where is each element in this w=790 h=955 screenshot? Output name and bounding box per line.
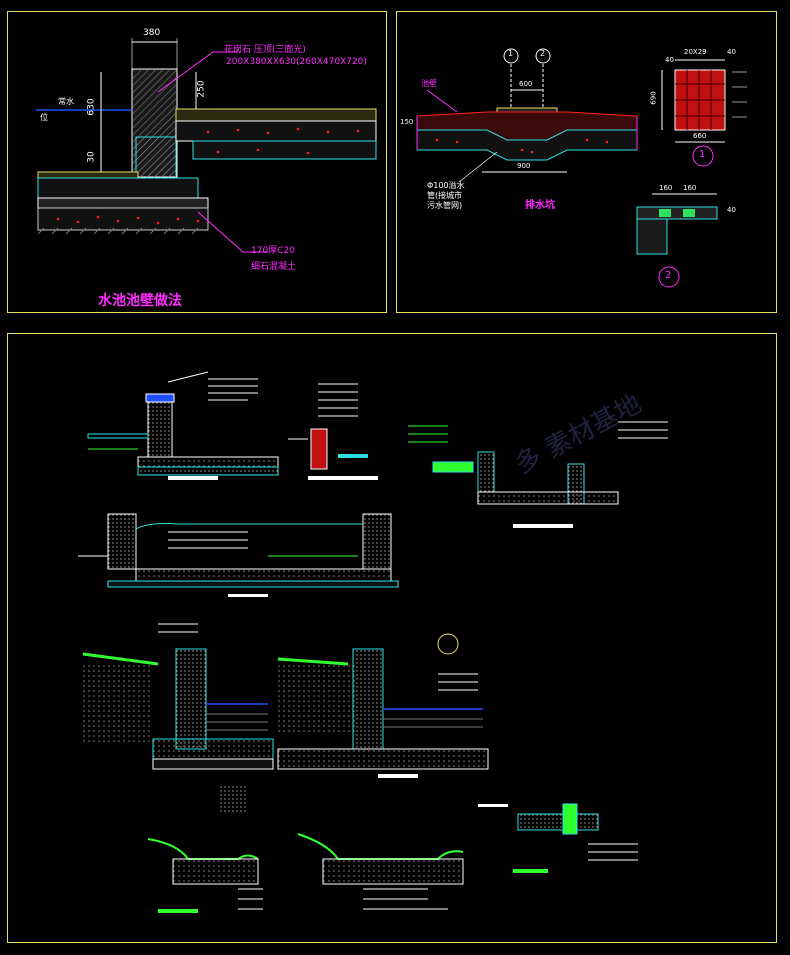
detail1-dim-height: 690 bbox=[649, 91, 658, 105]
detail1-dim-width: 660 bbox=[693, 132, 707, 140]
stone-coping-label-1: 花岗石 压顶(三面光) bbox=[224, 45, 306, 55]
concrete-label-1: 170厚C20 bbox=[251, 246, 295, 256]
water-level-label-2: 位 bbox=[40, 113, 48, 122]
paving-slab bbox=[175, 108, 377, 122]
pool-edge-label: 池壁 bbox=[421, 79, 437, 88]
drainage-pit-title: 排水坑 bbox=[525, 200, 555, 211]
pool-details-sheet-panel: 多 素材基地 bbox=[7, 333, 777, 943]
dim-150: 150 bbox=[400, 118, 414, 126]
concrete-leader-line bbox=[197, 211, 268, 253]
dim-250: 250 bbox=[196, 80, 207, 98]
concrete-label-2: 细石混凝土 bbox=[251, 262, 297, 272]
detail-marker-1 bbox=[692, 145, 714, 167]
detail1-dim-40b: 40 bbox=[727, 48, 736, 56]
pool-details-drawing bbox=[78, 371, 668, 913]
bottom-section-1 bbox=[147, 838, 263, 913]
dim-30: 30 bbox=[86, 151, 97, 163]
pipe-label-1: Φ100溢水 bbox=[427, 181, 465, 190]
pipe-label-2: 管(接城市 bbox=[427, 191, 463, 200]
pool-floor-layer bbox=[37, 171, 139, 179]
detail2-dim-160: 160 bbox=[659, 184, 673, 192]
wall-section-left bbox=[82, 623, 274, 814]
water-level-label-1: 常水 bbox=[58, 97, 74, 106]
axis-a-label: 1 bbox=[508, 49, 514, 58]
detail-c-section bbox=[408, 421, 668, 528]
detail-a-section bbox=[87, 371, 279, 480]
pool-wall-detail-panel: 380 630 250 30 常水 位 花岗石 压顶(三面光) 200X380X… bbox=[7, 11, 387, 313]
pipe-label-3: 污水管网) bbox=[427, 201, 463, 210]
bottom-section-2 bbox=[297, 833, 464, 910]
stone-coping-label-2: 200X380XX630(260X470X720) bbox=[226, 57, 367, 67]
axis-marker-1 bbox=[503, 48, 519, 64]
axis-marker-2 bbox=[535, 48, 551, 64]
drainage-pit-panel: 1 2 池壁 600 150 900 Φ100溢水 管(接城市 污水管网) 排水… bbox=[396, 11, 777, 313]
grate-detail-2 bbox=[636, 206, 718, 220]
dim-600: 600 bbox=[519, 80, 533, 88]
detail-b-section bbox=[288, 383, 378, 480]
bottom-section-3 bbox=[478, 803, 638, 873]
pool-wall-title: 水池池壁做法 bbox=[98, 293, 182, 309]
long-pool-section bbox=[78, 513, 399, 597]
concrete-base bbox=[37, 207, 209, 231]
dim-900: 900 bbox=[517, 162, 531, 170]
detail-marker-2 bbox=[658, 266, 680, 288]
stone-leader-line bbox=[157, 51, 238, 93]
pool-wall-drawing bbox=[36, 38, 377, 253]
detail1-dim-top: 20X29 bbox=[684, 48, 707, 56]
dim-630: 630 bbox=[86, 98, 97, 116]
drainage-pit-drawing bbox=[416, 48, 747, 288]
dim-380: 380 bbox=[143, 28, 161, 38]
detail2-marker-label: 2 bbox=[665, 270, 672, 281]
axis-b-label: 2 bbox=[540, 49, 546, 58]
wall-section-right bbox=[277, 633, 489, 778]
detail1-dim-40a: 40 bbox=[665, 56, 674, 64]
detail1-marker-label: 1 bbox=[699, 149, 706, 160]
detail2-dim-40: 40 bbox=[727, 206, 736, 214]
detail2-dim-160b: 160 bbox=[683, 184, 697, 192]
